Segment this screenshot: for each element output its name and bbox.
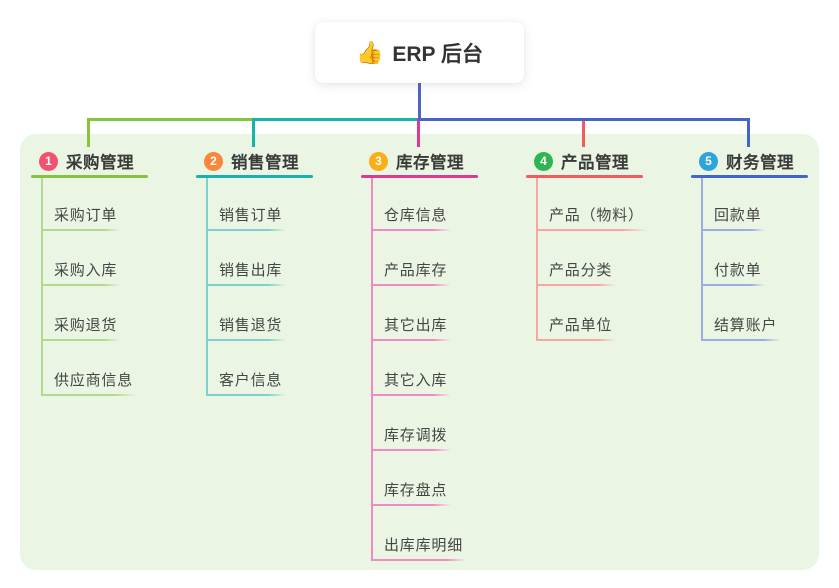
branch-number-badge: 2 [204, 151, 223, 171]
child-label: 回款单 [714, 207, 762, 224]
branch-underline-1 [31, 175, 148, 178]
child-underline [206, 284, 287, 286]
branch-underline-2 [196, 175, 313, 178]
connector-drop-5 [747, 118, 750, 147]
child-underline [536, 339, 617, 341]
branch-number-badge: 4 [534, 151, 553, 171]
child-label: 销售退货 [219, 317, 283, 334]
child-node[interactable]: 库存调拨 [371, 426, 452, 451]
child-underline [41, 284, 122, 286]
child-label: 其它出库 [384, 317, 448, 334]
branch-title: 采购管理 [66, 154, 134, 172]
child-node[interactable]: 采购退货 [41, 316, 122, 341]
child-label: 仓库信息 [384, 207, 448, 224]
child-underline [206, 339, 287, 341]
connector-drop-4 [582, 118, 585, 147]
child-node[interactable]: 采购入库 [41, 261, 122, 286]
child-underline [371, 449, 452, 451]
child-node[interactable]: 仓库信息 [371, 206, 452, 231]
child-underline [371, 559, 468, 561]
connector-horizontal-2 [252, 118, 421, 121]
branch-node-4[interactable]: 4 产品管理 [534, 149, 629, 173]
child-underline [206, 229, 287, 231]
root-label: ERP 后台 [392, 42, 484, 66]
branch-underline-3 [361, 175, 478, 178]
branch-node-1[interactable]: 1 采购管理 [39, 149, 134, 173]
child-node[interactable]: 结算账户 [701, 316, 782, 341]
child-node[interactable]: 销售退货 [206, 316, 287, 341]
child-underline [41, 339, 122, 341]
child-underline [701, 284, 766, 286]
child-underline [371, 394, 452, 396]
child-node[interactable]: 出库库明细 [371, 536, 468, 561]
child-label: 产品分类 [549, 262, 613, 279]
branch-connector-line-4 [536, 175, 538, 341]
branch-number-badge: 5 [699, 151, 718, 171]
connector-horizontal-5 [418, 118, 750, 121]
branch-title: 销售管理 [231, 154, 299, 172]
branch-underline-5 [691, 175, 808, 178]
child-underline [536, 284, 617, 286]
thumbs-up-icon: 👍 [355, 39, 384, 65]
child-underline [206, 394, 287, 396]
child-label: 出库库明细 [384, 537, 464, 554]
child-node[interactable]: 采购订单 [41, 206, 122, 231]
child-node[interactable]: 供应商信息 [41, 371, 138, 396]
child-underline [371, 504, 452, 506]
child-label: 销售订单 [219, 207, 283, 224]
child-label: 结算账户 [714, 317, 778, 334]
child-label: 产品（物料） [549, 207, 644, 224]
child-label: 产品库存 [384, 262, 448, 279]
branch-title: 产品管理 [561, 154, 629, 172]
root-connector [418, 83, 421, 121]
child-node[interactable]: 付款单 [701, 261, 766, 286]
child-label: 付款单 [714, 262, 762, 279]
child-node[interactable]: 产品库存 [371, 261, 452, 286]
child-label: 采购退货 [54, 317, 118, 334]
branch-underline-4 [526, 175, 643, 178]
branch-node-3[interactable]: 3 库存管理 [369, 149, 464, 173]
child-node[interactable]: 回款单 [701, 206, 766, 231]
child-underline [371, 339, 452, 341]
child-label: 客户信息 [219, 372, 283, 389]
child-underline [371, 229, 452, 231]
child-underline [41, 394, 138, 396]
child-label: 销售出库 [219, 262, 283, 279]
child-label: 产品单位 [549, 317, 613, 334]
child-underline [701, 339, 782, 341]
child-label: 采购入库 [54, 262, 118, 279]
child-node[interactable]: 产品（物料） [536, 206, 648, 231]
child-label: 其它入库 [384, 372, 448, 389]
child-underline [536, 229, 648, 231]
branch-number-badge: 1 [39, 151, 58, 171]
child-label: 库存盘点 [384, 482, 448, 499]
connector-drop-1 [87, 118, 90, 147]
branch-node-5[interactable]: 5 财务管理 [699, 149, 794, 173]
connector-drop-3 [417, 118, 420, 147]
child-underline [701, 229, 766, 231]
child-underline [371, 284, 452, 286]
child-node[interactable]: 其它入库 [371, 371, 452, 396]
branch-connector-line-3 [371, 175, 373, 561]
child-label: 库存调拨 [384, 427, 448, 444]
child-node[interactable]: 销售出库 [206, 261, 287, 286]
child-label: 采购订单 [54, 207, 118, 224]
branch-number-badge: 3 [369, 151, 388, 171]
child-node[interactable]: 产品单位 [536, 316, 617, 341]
child-label: 供应商信息 [54, 372, 134, 389]
branch-title: 库存管理 [396, 154, 464, 172]
child-node[interactable]: 库存盘点 [371, 481, 452, 506]
child-node[interactable]: 其它出库 [371, 316, 452, 341]
connector-drop-2 [252, 118, 255, 147]
child-node[interactable]: 客户信息 [206, 371, 287, 396]
child-node[interactable]: 销售订单 [206, 206, 287, 231]
branch-title: 财务管理 [726, 154, 794, 172]
branches-panel [20, 134, 819, 570]
child-underline [41, 229, 122, 231]
root-node[interactable]: 👍 ERP 后台 [315, 22, 524, 83]
branch-node-2[interactable]: 2 销售管理 [204, 149, 299, 173]
branch-connector-line-5 [701, 175, 703, 341]
child-node[interactable]: 产品分类 [536, 261, 617, 286]
